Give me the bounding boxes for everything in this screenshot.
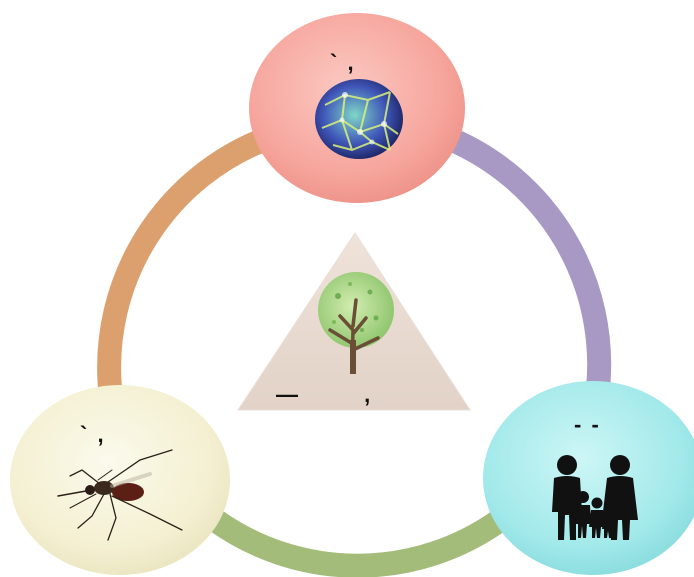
node-bottom-right	[483, 381, 694, 575]
node-bottom-left	[10, 385, 230, 575]
connector-arc-bottom	[208, 510, 507, 577]
connector-arc-top-right	[443, 126, 612, 390]
bottom-right-node-label: - -	[574, 412, 601, 437]
virus-particle-icon	[315, 79, 403, 159]
tree-icon	[318, 272, 394, 374]
connector-arc-top-left	[97, 126, 273, 390]
bottom-left-node-label: ` ,	[80, 422, 106, 447]
node-top	[249, 13, 465, 203]
center-triangle-label: — ,	[276, 382, 401, 407]
mosquito-icon	[57, 449, 183, 541]
family-silhouette-icon	[552, 455, 638, 540]
top-node-label: ` ,	[330, 50, 356, 75]
